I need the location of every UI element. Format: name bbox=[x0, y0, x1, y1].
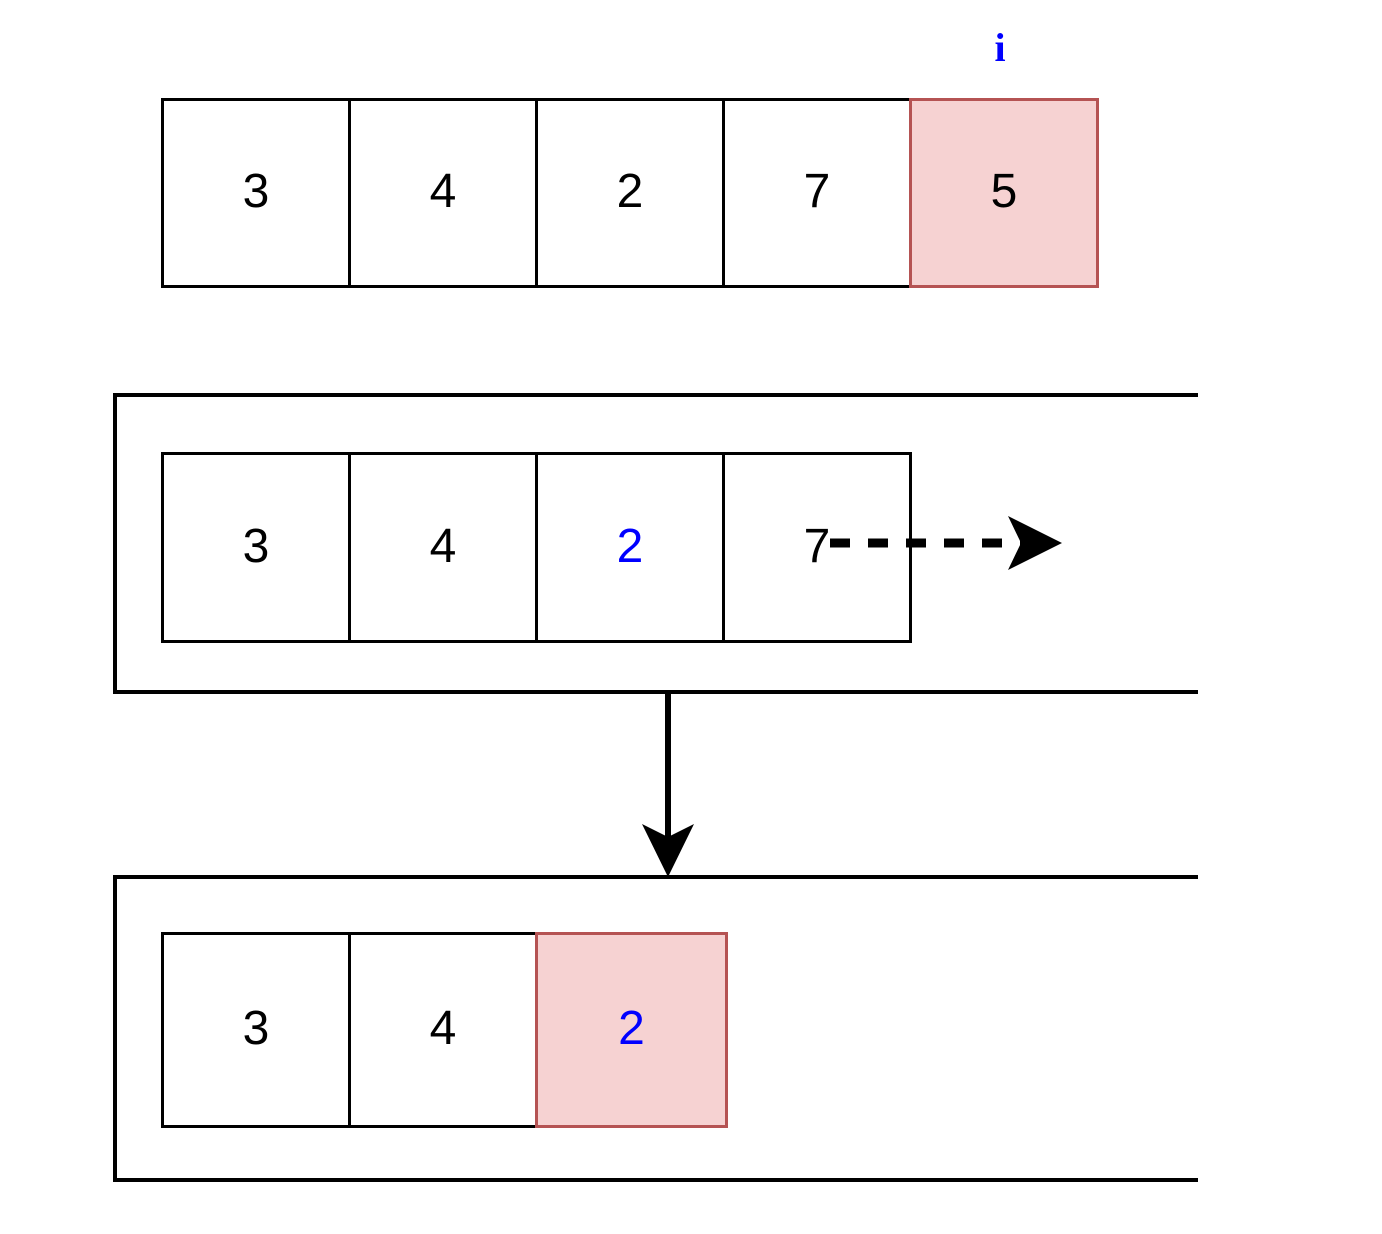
cell-value: 4 bbox=[429, 1002, 457, 1055]
result-frame bbox=[113, 875, 1198, 1182]
recursive-call-array-cell-0[interactable]: 3 bbox=[161, 452, 351, 643]
cell-value: 7 bbox=[803, 519, 831, 573]
result-array-cell-1[interactable]: 4 bbox=[348, 932, 538, 1128]
cell-value: 5 bbox=[990, 165, 1018, 218]
cell-value: 7 bbox=[803, 165, 831, 218]
cell-value: 2 bbox=[616, 165, 644, 218]
result-array-cell-2-highlighted[interactable]: 2 bbox=[535, 932, 728, 1128]
pointer-label-i: i bbox=[994, 25, 1006, 70]
cell-value: 3 bbox=[242, 165, 270, 218]
return-arrow-head bbox=[642, 824, 694, 877]
input-array-cell-3[interactable]: 7 bbox=[722, 98, 912, 288]
cell-value: 2 bbox=[618, 1002, 645, 1055]
input-array-cell-0[interactable]: 3 bbox=[161, 98, 351, 288]
cell-value: 3 bbox=[242, 519, 270, 573]
input-array-cell-1[interactable]: 4 bbox=[348, 98, 538, 288]
recursive-call-array-cell-3[interactable]: 7 bbox=[722, 452, 912, 643]
recursive-call-array-cell-2[interactable]: 2 bbox=[535, 452, 725, 643]
input-array-cell-4-highlighted[interactable]: 5 bbox=[909, 98, 1099, 288]
recursion-return-arrow bbox=[642, 694, 694, 877]
result-array-cell-0[interactable]: 3 bbox=[161, 932, 351, 1128]
cell-value: 4 bbox=[429, 519, 457, 573]
cell-value: 3 bbox=[242, 1002, 270, 1055]
input-array-cell-2[interactable]: 2 bbox=[535, 98, 725, 288]
recursive-call-frame bbox=[113, 393, 1198, 694]
cell-value: 4 bbox=[429, 165, 457, 218]
recursive-call-array-cell-1[interactable]: 4 bbox=[348, 452, 538, 643]
cell-value: 2 bbox=[616, 519, 644, 573]
